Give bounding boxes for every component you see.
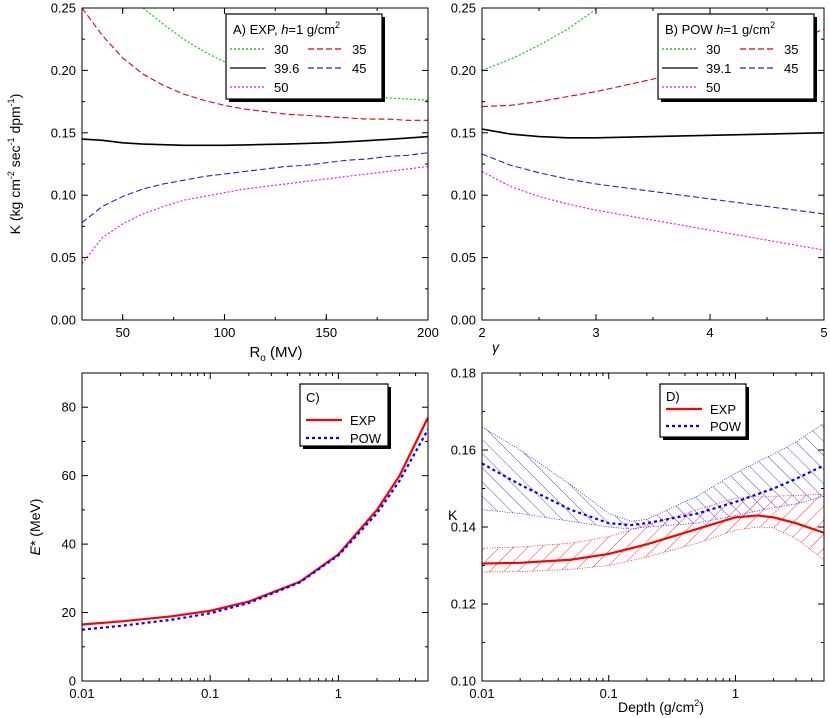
panel-b-xtick-label: 2 bbox=[478, 325, 485, 340]
panel-b-legend-title: B) POW h=1 g/cm2 bbox=[665, 20, 775, 37]
panel-c-xtick-label: 0.01 bbox=[69, 686, 94, 701]
panel-a-ytick-label: 0.15 bbox=[51, 125, 76, 140]
panel-d-legend: D) EXP POW bbox=[659, 383, 749, 440]
panel-d-ylabel: K bbox=[448, 507, 458, 523]
panel-a-xtick-label: 200 bbox=[417, 325, 439, 340]
panel-a-ylabel: K (kg cm-2 sec-1 dpm-1) bbox=[6, 94, 23, 235]
panel-a-series-39-6 bbox=[82, 135, 428, 147]
panel-a-ytick-label: 0.25 bbox=[51, 1, 76, 16]
panel-b-series-39-1 bbox=[482, 128, 824, 139]
panel-d-ytick-label: 0.14 bbox=[451, 520, 476, 535]
panel-b-plot-area bbox=[482, 8, 824, 251]
panel-d-axes: 0.01 0.1 1 0.10 0.12 0.14 0.16 0.18 bbox=[451, 366, 825, 701]
panel-b-xtick-label: 5 bbox=[820, 325, 827, 340]
panel-d-legend-title: D) bbox=[666, 389, 680, 404]
panel-b-legend: B) POW h=1 g/cm2 30 35 39.1 45 50 bbox=[657, 13, 817, 102]
panel-d-series-pow bbox=[482, 462, 824, 527]
legend-label-50: 50 bbox=[706, 80, 720, 95]
panel-c-xtick-label: 1 bbox=[335, 686, 342, 701]
panel-c-series-pow bbox=[82, 428, 428, 631]
panel-a-ytick-label: 0.05 bbox=[51, 250, 76, 265]
panel-d-plot-area bbox=[482, 422, 824, 573]
panel-b-ytick-label: 0.10 bbox=[451, 188, 476, 203]
panel-a-xtick-label: 150 bbox=[315, 325, 337, 340]
legend-label-35: 35 bbox=[784, 42, 798, 57]
panel-c-series-exp bbox=[82, 417, 428, 626]
panel-b-ytick-label: 0.25 bbox=[451, 1, 476, 16]
legend-label-pow: POW bbox=[350, 431, 382, 446]
panel-c-ytick-label: 60 bbox=[62, 468, 76, 483]
legend-label-45: 45 bbox=[784, 61, 798, 76]
panel-b-ytick-label: 0.15 bbox=[451, 125, 476, 140]
legend-label-35: 35 bbox=[352, 42, 366, 57]
panel-d-band-upper-pow bbox=[482, 422, 824, 522]
panel-d-band-lower-exp bbox=[482, 526, 824, 573]
panel-b-xtick-label: 4 bbox=[706, 325, 713, 340]
legend-label-30: 30 bbox=[274, 42, 288, 57]
panel-c-ytick-label: 80 bbox=[62, 400, 76, 415]
panel-c-ytick-label: 40 bbox=[62, 537, 76, 552]
panel-d: 0.01 0.1 1 0.10 0.12 0.14 0.16 0.18 K Depth (g/… bbox=[448, 366, 825, 715]
panel-c-plot-area bbox=[82, 417, 428, 631]
panel-d-xlabel: Depth (g/cm2) bbox=[618, 698, 704, 715]
panel-c-xtick-label: 0.1 bbox=[201, 686, 219, 701]
panel-d-ytick-label: 0.16 bbox=[451, 443, 476, 458]
panel-a-axes: 50 100 150 200 0.00 0.05 0.10 0.15 0.20 0.25 bbox=[51, 1, 439, 341]
panel-a-xtick-label: 50 bbox=[115, 325, 129, 340]
panel-a-xlabel: Ro (MV) bbox=[249, 344, 302, 364]
panel-a-xtick-label: 100 bbox=[214, 325, 236, 340]
panel-a-plot-area bbox=[82, 8, 428, 265]
panel-b-ytick-label: 0.20 bbox=[451, 63, 476, 78]
panel-a-ytick-label: 0.00 bbox=[51, 313, 76, 328]
panel-c-frame bbox=[81, 372, 429, 682]
panel-b-xlabel: γ bbox=[492, 339, 500, 355]
legend-label-39-1: 39.1 bbox=[706, 61, 731, 76]
panel-b-ytick-label: 0.00 bbox=[451, 313, 476, 328]
legend-label-30: 30 bbox=[706, 42, 720, 57]
panel-b-series-30 bbox=[482, 8, 597, 71]
panel-a-series-50 bbox=[82, 165, 428, 265]
panel-a-legend: A) EXP, h=1 g/cm2 30 35 39.6 45 50 bbox=[225, 13, 385, 102]
panel-c-legend-title: C) bbox=[306, 390, 320, 405]
panel-b-series-45 bbox=[482, 153, 824, 215]
panel-c-ytick-label: 0 bbox=[69, 674, 76, 689]
panel-d-xtick-label: 1 bbox=[732, 686, 739, 701]
legend-label-exp: EXP bbox=[350, 413, 376, 428]
panel-d-series-exp bbox=[482, 514, 824, 565]
legend-label-50: 50 bbox=[274, 80, 288, 95]
panel-a-series-35 bbox=[82, 8, 428, 121]
panel-c-ylabel: E* (MeV) bbox=[27, 499, 43, 556]
panel-c-ytick-label: 20 bbox=[62, 605, 76, 620]
legend-label-45: 45 bbox=[352, 61, 366, 76]
panel-d-xtick-label: 0.01 bbox=[469, 686, 494, 701]
panel-d-ytick-label: 0.12 bbox=[451, 597, 476, 612]
panel-a-ytick-label: 0.20 bbox=[51, 63, 76, 78]
panel-c: 0.01 0.1 1 0 20 40 60 80 E* (MeV) C) EXP POW bbox=[27, 372, 429, 701]
panel-a: 50 100 150 200 0.00 0.05 0.10 0.15 0.20 0.25 K (k… bbox=[6, 1, 439, 365]
panel-d-ytick-label: 0.10 bbox=[451, 674, 476, 689]
panel-b-series-50 bbox=[482, 171, 824, 251]
panel-d-band-pow bbox=[482, 423, 824, 529]
panel-a-legend-title: A) EXP, h=1 g/cm2 bbox=[233, 20, 340, 37]
panel-c-axes: 0.01 0.1 1 0 20 40 60 80 bbox=[62, 373, 429, 701]
legend-label-39-6: 39.6 bbox=[274, 61, 299, 76]
panel-d-xtick-label: 0.1 bbox=[600, 686, 618, 701]
panel-a-series-45 bbox=[82, 152, 428, 224]
legend-label-exp: EXP bbox=[710, 402, 736, 417]
panel-b-xtick-label: 3 bbox=[592, 325, 599, 340]
legend-label-pow: POW bbox=[710, 419, 742, 434]
panel-a-ytick-label: 0.10 bbox=[51, 188, 76, 203]
panel-c-legend: C) EXP POW bbox=[299, 383, 391, 449]
panel-b-ytick-label: 0.05 bbox=[451, 250, 476, 265]
panel-d-ytick-label: 0.18 bbox=[451, 366, 476, 381]
